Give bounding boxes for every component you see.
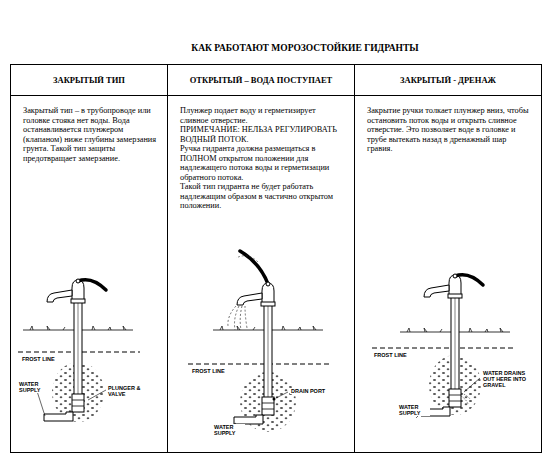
callout-label: WATER DRAINS OUT HERE INTO GRAVEL <box>482 370 534 388</box>
body-text: Ручка гидранта должна размещаться в ПОЛН… <box>180 144 344 182</box>
column-heading: ЗАКРЫТЫЙ ТИП <box>11 65 167 96</box>
callout-label: PLUNGER & VALVE <box>107 385 149 397</box>
callout-label: WATER SUPPLY <box>18 381 50 393</box>
table-column: ЗАКРЫТЫЙ - ДРЕНАЖ Закрытие ручки толкает … <box>355 64 542 453</box>
body-text: Такой тип гидранта не будет работать над… <box>180 182 344 211</box>
body-text: Закрытие ручки толкает плунжер вниз, что… <box>367 106 531 154</box>
body-text: ПРИМЕЧАНИЕ: НЕЛЬЗА РЕГУЛИРОВАТЬ ВОДНЫЙ П… <box>180 125 344 144</box>
column-heading: ЗАКРЫТЫЙ - ДРЕНАЖ <box>355 65 541 96</box>
callout-label: WATER SUPPLY <box>213 424 245 436</box>
callout-label: DRAIN PORT <box>290 388 342 394</box>
diagram-title: КАК РАБОТАЮТ МОРОЗОСТОЙКИЕ ГИДРАНТЫ <box>60 43 550 53</box>
callout-label: WATER SUPPLY <box>398 404 430 416</box>
callout-label: FROST LINE <box>191 368 243 374</box>
column-heading: ОТКРЫТЫЙ – ВОДА ПОСТУПАЕТ <box>168 65 354 96</box>
column-body: Закрытый тип – в трубопроводе или головк… <box>11 96 167 163</box>
body-text: Плунжер подает воду и герметизирует слив… <box>180 106 344 125</box>
column-body: Закрытие ручки толкает плунжер вниз, что… <box>355 96 541 154</box>
column-body: Плунжер подает воду и герметизирует слив… <box>168 96 354 211</box>
callout-label: FROST LINE <box>21 356 73 362</box>
table-column: ОТКРЫТЫЙ – ВОДА ПОСТУПАЕТ Плунжер подает … <box>168 64 355 453</box>
body-text: Закрытый тип – в трубопроводе или головк… <box>23 106 157 163</box>
callout-label: FROST LINE <box>373 352 425 358</box>
